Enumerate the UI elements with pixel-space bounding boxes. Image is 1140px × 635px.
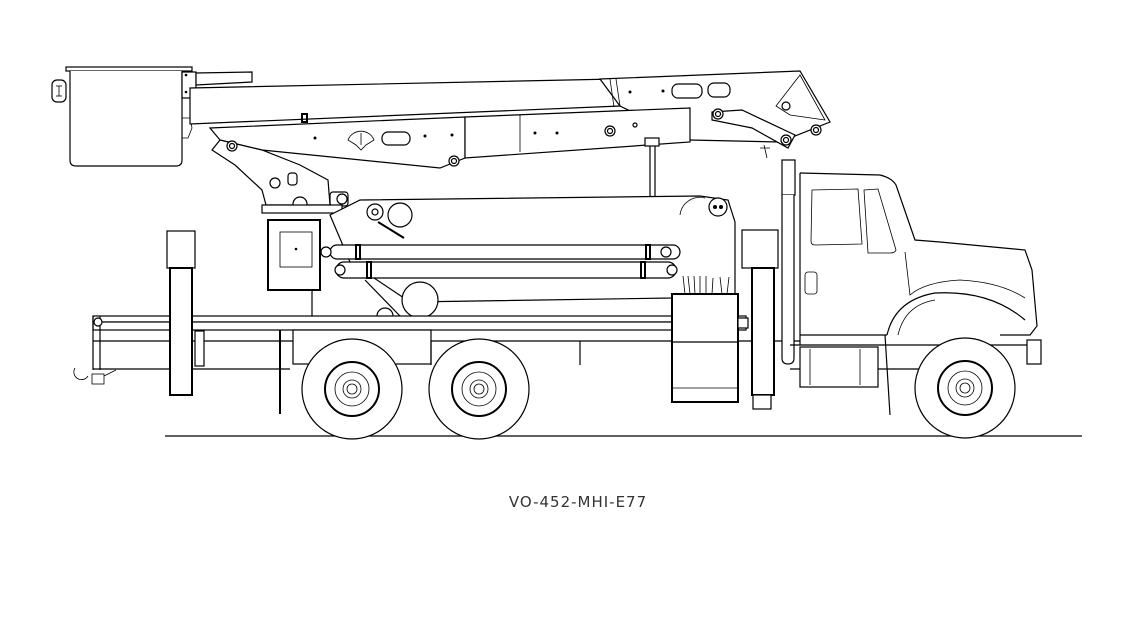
rear-wheel-2 [428, 338, 530, 440]
lower-boom [320, 195, 736, 325]
hydraulic-tank [671, 275, 739, 403]
exhaust-stack [781, 159, 796, 365]
truck-cab [790, 172, 1042, 416]
middle-boom [208, 107, 822, 198]
front-outrigger [737, 229, 779, 410]
turntable-pedestal [261, 204, 343, 316]
rear-outrigger [166, 230, 205, 396]
boom-heel-bracket [211, 139, 349, 212]
model-code-caption: VO-452-MHI-E77 [508, 493, 648, 511]
bucket-platform [51, 66, 197, 167]
rear-wheel-1 [301, 338, 403, 440]
front-wheel [914, 337, 1016, 439]
